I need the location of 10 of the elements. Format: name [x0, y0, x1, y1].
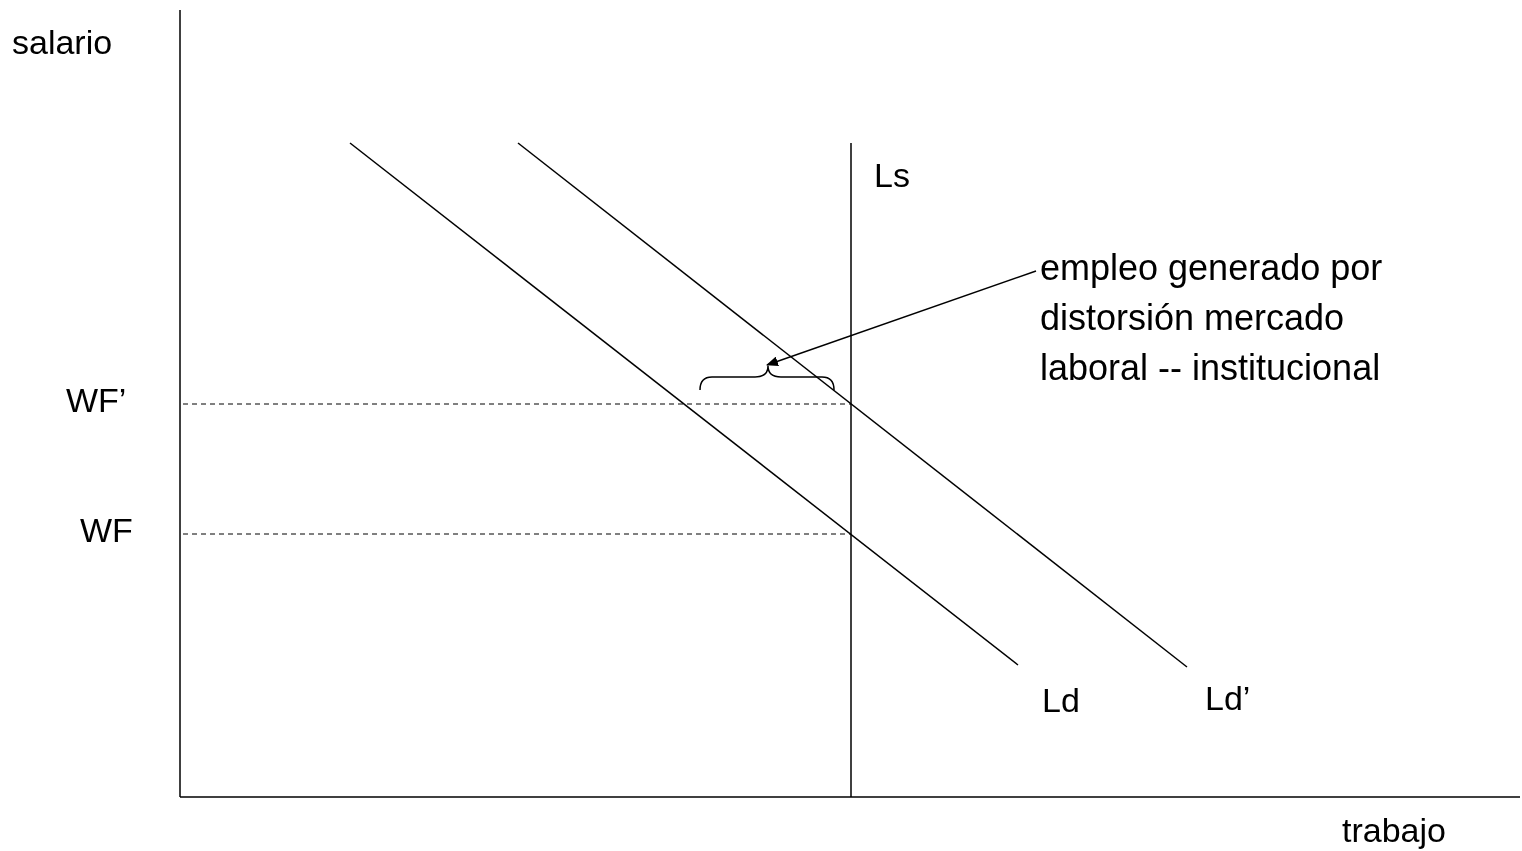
curve-label: Ls: [874, 155, 910, 195]
curve-label: Ld: [1042, 680, 1080, 720]
annotation-text: empleo generado por distorsión mercado laboral -- institucional: [1040, 243, 1450, 393]
wage-label: WF: [80, 510, 133, 550]
curly-brace: [699, 365, 835, 391]
curve-label: Ld’: [1205, 678, 1251, 718]
wage-label: WF’: [66, 380, 127, 420]
leader-arrow: [766, 270, 1037, 367]
axis-label: salario: [12, 22, 113, 62]
axis-label: trabajo: [1342, 810, 1446, 850]
